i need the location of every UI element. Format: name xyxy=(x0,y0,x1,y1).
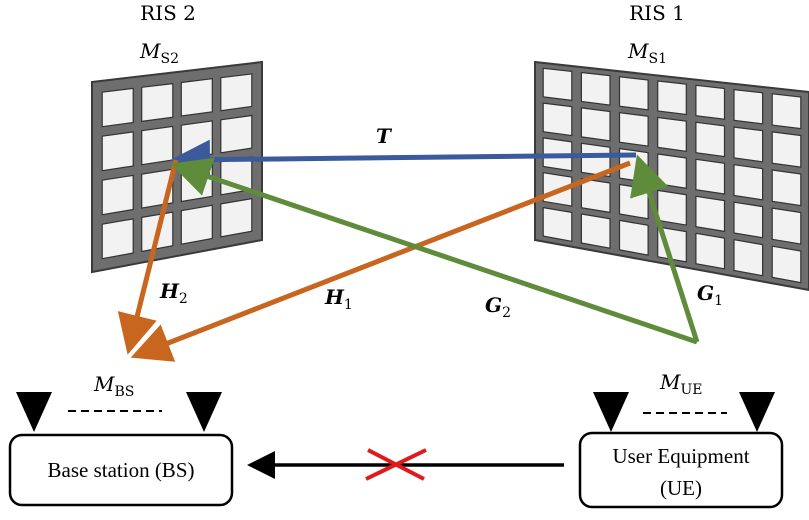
ris-element-cell xyxy=(771,207,802,245)
ue-antenna-array xyxy=(593,392,775,432)
ris-element-cell xyxy=(733,164,764,201)
ris-element-cell xyxy=(618,76,649,111)
ue-antenna-icon xyxy=(739,392,775,432)
ris-element-cell xyxy=(220,114,253,154)
base-station-label: Base station (BS) xyxy=(48,458,195,482)
ris-element-cell xyxy=(695,158,726,195)
base-station-box xyxy=(8,433,234,507)
ris-element-cell xyxy=(101,87,134,128)
channel-H2-label: H2 xyxy=(159,279,188,307)
ris-element-cell xyxy=(580,213,611,249)
ris-element-cell xyxy=(733,238,764,277)
ris-element-cell xyxy=(101,218,134,260)
user-equipment-box xyxy=(578,431,784,509)
ue-antenna-icon xyxy=(593,392,629,432)
ris-element-cell xyxy=(580,142,611,178)
ris-element-cell xyxy=(771,131,802,168)
channel-H1-arrow xyxy=(130,160,631,362)
ris-element-cell xyxy=(542,206,573,243)
ris-element-cell xyxy=(580,107,611,142)
ris-element-cell xyxy=(695,195,726,233)
ris-element-cell xyxy=(180,78,213,117)
ris-element-cell xyxy=(101,174,134,216)
ris-element-cell xyxy=(733,201,764,239)
channel-G2-label: G2 xyxy=(485,293,511,321)
ris-element-cell xyxy=(220,73,253,112)
ris2-element-count: MS2 xyxy=(139,39,179,67)
ris2-panel xyxy=(91,60,263,274)
channel-H1-label: H1 xyxy=(324,285,353,313)
ris-element-cell xyxy=(580,71,611,106)
ris1-title: RIS 1 xyxy=(629,1,685,25)
ris1-element-count: MS1 xyxy=(627,39,667,67)
ris2-title: RIS 2 xyxy=(140,1,196,25)
ris1-elements xyxy=(542,67,802,284)
ris-element-cell xyxy=(695,84,726,120)
ris-element-cell xyxy=(657,189,687,226)
bs-antenna-count: MBS xyxy=(93,372,134,400)
ris-element-cell xyxy=(657,80,687,116)
ris-element-cell xyxy=(180,120,213,160)
ris-element-cell xyxy=(695,121,726,158)
bs-antenna-icon xyxy=(16,392,52,432)
ris-element-cell xyxy=(542,102,573,137)
channel-T-label: T xyxy=(376,124,393,148)
bs-antenna-icon xyxy=(186,392,222,432)
ris-element-cell xyxy=(657,153,687,189)
bs-antenna-array xyxy=(16,392,222,432)
ris-element-cell xyxy=(580,177,611,214)
ris-element-cell xyxy=(771,93,802,130)
ris-element-cell xyxy=(771,169,802,207)
ris1-panel xyxy=(534,60,809,292)
user-equipment-label-line1: User Equipment xyxy=(612,444,749,468)
channel-G1-label: G1 xyxy=(697,281,723,309)
ris-element-cell xyxy=(542,67,573,102)
ris-element-cell xyxy=(141,125,174,166)
ris-element-cell xyxy=(771,245,802,284)
ris-element-cell xyxy=(618,112,649,147)
channel-H2-arrow xyxy=(117,159,179,355)
blocked-link-cross-icon xyxy=(365,448,427,481)
ris-element-cell xyxy=(695,232,726,270)
ris-element-cell xyxy=(180,204,213,245)
ris2-elements xyxy=(101,73,253,260)
channel-T-arrow xyxy=(170,139,637,180)
ris-element-cell xyxy=(618,183,649,220)
ris-element-cell xyxy=(141,82,174,123)
ris-element-cell xyxy=(733,88,764,125)
ris-element-cell xyxy=(101,131,134,172)
channel-G1-arrow xyxy=(630,154,700,343)
ris-element-cell xyxy=(657,116,687,152)
user-equipment-label-line2: (UE) xyxy=(660,476,702,500)
ris-element-cell xyxy=(618,219,649,256)
ue-antenna-count: MUE xyxy=(659,370,703,398)
ris-element-cell xyxy=(220,197,253,238)
channel-G-path xyxy=(170,157,698,345)
ris-element-cell xyxy=(733,126,764,163)
